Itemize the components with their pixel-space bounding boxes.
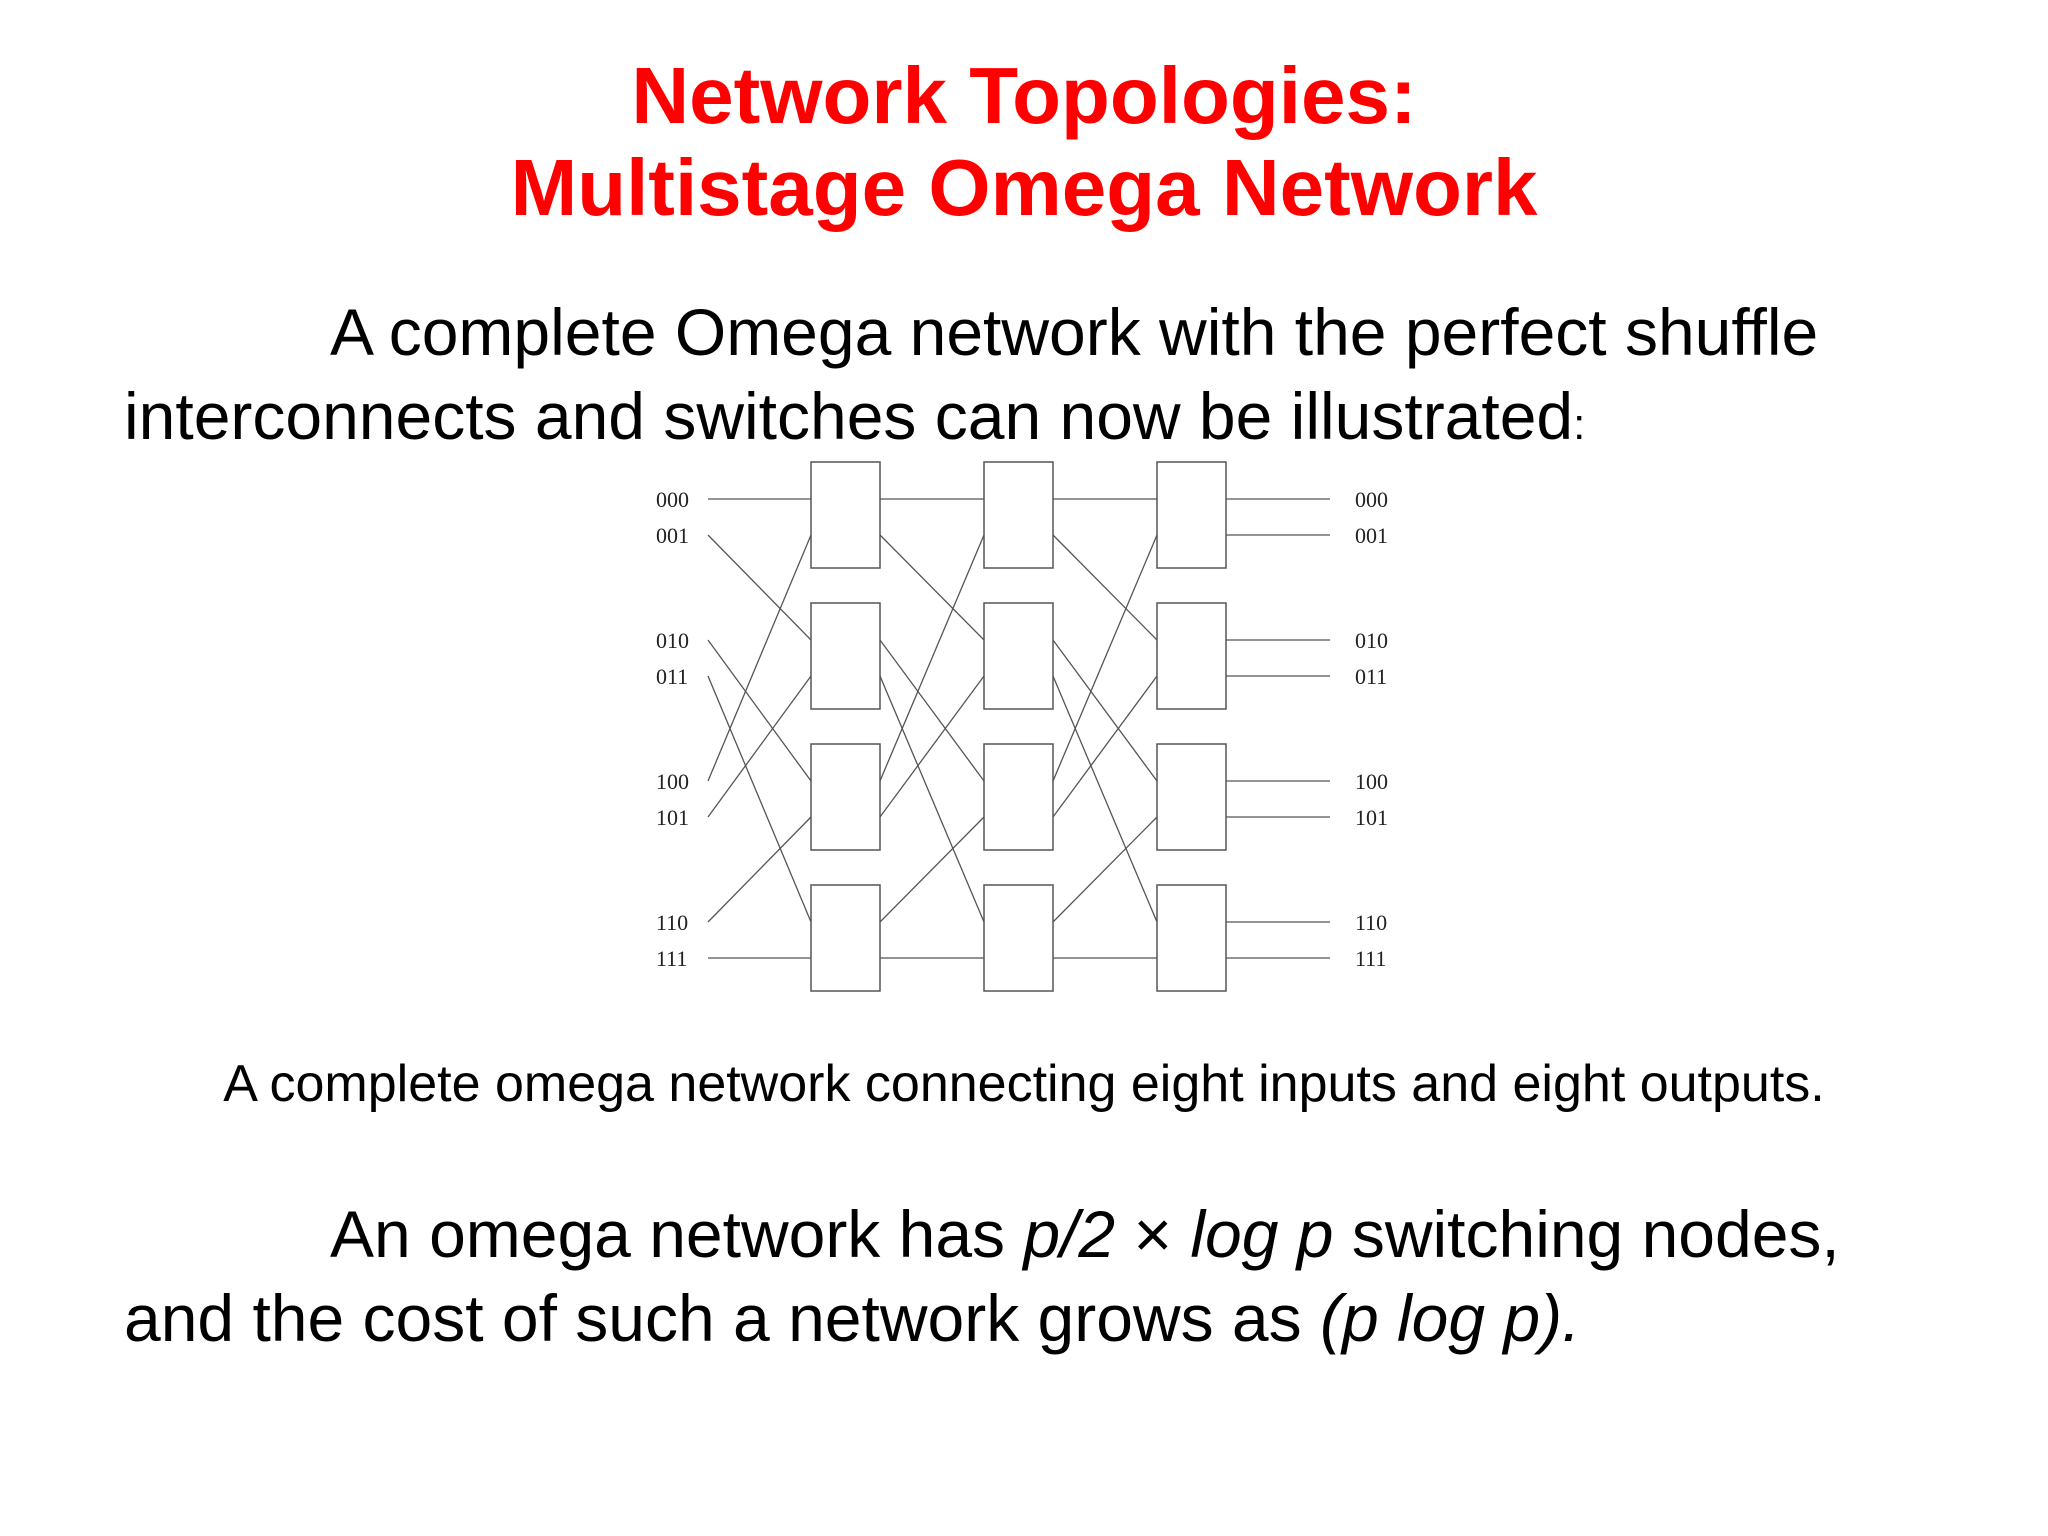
output-label-010: 010 xyxy=(1355,628,1388,653)
closing-paragraph: An omega network has p/2 × log p switchi… xyxy=(124,1192,1840,1360)
closing-italic-p-half: p/2 xyxy=(1023,1197,1116,1271)
shuffle-wire-stage-2 xyxy=(879,675,985,818)
shuffle-wire-stage-3 xyxy=(1052,816,1158,923)
shuffle-wire-stage-3 xyxy=(1052,675,1158,818)
intro-paragraph: A complete Omega network with the perfec… xyxy=(124,290,1818,467)
switch-node-s2-1 xyxy=(983,461,1054,569)
output-label-111: 111 xyxy=(1355,946,1386,971)
shuffle-wire-stage-2 xyxy=(879,639,985,782)
output-label-100: 100 xyxy=(1355,769,1388,794)
intro-line-2: interconnects and switches can now be il… xyxy=(124,374,1818,467)
output-label-101: 101 xyxy=(1355,805,1388,830)
shuffle-wire-stage-1 xyxy=(707,816,812,923)
output-label-000: 000 xyxy=(1355,487,1388,512)
shuffle-wire-stage-3 xyxy=(1052,534,1158,641)
closing-line-2: and the cost of such a network grows as … xyxy=(124,1276,1840,1360)
closing-text-3: and the cost of such a network grows as xyxy=(124,1281,1320,1355)
intro-colon: : xyxy=(1573,400,1586,449)
switch-node-s1-3 xyxy=(810,743,881,851)
shuffle-wire-stage-1 xyxy=(707,675,812,923)
input-label-100: 100 xyxy=(656,769,689,794)
input-label-010: 010 xyxy=(656,628,689,653)
switch-node-s3-3 xyxy=(1156,743,1227,851)
shuffle-wire-stage-2 xyxy=(879,534,985,782)
input-label-001: 001 xyxy=(656,523,689,548)
input-label-110: 110 xyxy=(656,910,688,935)
closing-italic-p-log-p: (p log p). xyxy=(1319,1281,1581,1355)
input-label-101: 101 xyxy=(656,805,689,830)
switch-node-s3-4 xyxy=(1156,884,1227,992)
shuffle-wire-stage-2 xyxy=(879,816,985,923)
switch-node-s3-2 xyxy=(1156,602,1227,710)
input-label-111: 111 xyxy=(656,946,687,971)
figure-caption: A complete omega network connecting eigh… xyxy=(223,1055,1825,1113)
input-labels: 000 001 010 011 100 101 110 111 xyxy=(656,487,689,971)
input-label-011: 011 xyxy=(656,664,688,689)
switch-node-s1-2 xyxy=(810,602,881,710)
switch-node-s2-4 xyxy=(983,884,1054,992)
slide-title: Network Topologies: Multistage Omega Net… xyxy=(0,50,2048,234)
closing-text-2: switching nodes, xyxy=(1333,1197,1840,1271)
switch-node-s1-1 xyxy=(810,461,881,569)
output-labels: 000 001 010 011 100 101 110 111 xyxy=(1355,487,1388,971)
switch-node-s2-2 xyxy=(983,602,1054,710)
shuffle-wire-stage-1 xyxy=(707,534,812,782)
shuffle-wire-stage-2 xyxy=(879,534,985,641)
title-line-1: Network Topologies: xyxy=(631,51,1417,140)
closing-italic-log-p: log p xyxy=(1190,1197,1334,1271)
closing-text-1: An omega network has xyxy=(330,1197,1024,1271)
shuffle-wire-stage-1 xyxy=(707,675,812,818)
shuffle-wire-stage-3 xyxy=(1052,534,1158,782)
intro-line-1: A complete Omega network with the perfec… xyxy=(330,295,1819,369)
interconnect-wires xyxy=(707,498,1330,959)
output-label-001: 001 xyxy=(1355,523,1388,548)
shuffle-wire-stage-1 xyxy=(707,639,812,782)
input-label-000: 000 xyxy=(656,487,689,512)
output-label-011: 011 xyxy=(1355,664,1387,689)
title-line-2: Multistage Omega Network xyxy=(510,143,1538,232)
switch-node-s2-3 xyxy=(983,743,1054,851)
switch-node-s3-1 xyxy=(1156,461,1227,569)
shuffle-wire-stage-2 xyxy=(879,675,985,923)
shuffle-wire-stage-3 xyxy=(1052,639,1158,782)
shuffle-wire-stage-3 xyxy=(1052,675,1158,923)
shuffle-wire-stage-1 xyxy=(707,534,812,641)
switch-node-s1-4 xyxy=(810,884,881,992)
intro-line-2-text: interconnects and switches can now be il… xyxy=(124,379,1574,453)
switch-boxes xyxy=(810,461,1227,992)
closing-times: × xyxy=(1115,1197,1191,1271)
closing-line-1: An omega network has p/2 × log p switchi… xyxy=(124,1192,1840,1276)
output-label-110: 110 xyxy=(1355,910,1387,935)
